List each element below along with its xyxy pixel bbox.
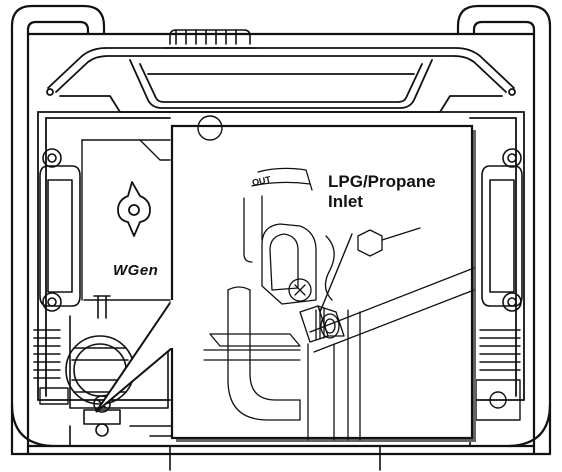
callout-line-1: LPG/Propane (328, 172, 436, 191)
lpg-propane-inlet-label: LPG/Propane Inlet (328, 172, 436, 212)
outer-frame (10, 4, 552, 456)
fuel-cap (163, 29, 257, 49)
right-engine-parts (475, 329, 521, 421)
left-cooling-fins (33, 329, 69, 405)
fuel-regulator (65, 295, 169, 437)
left-side-vent (39, 148, 81, 312)
callout-line-2: Inlet (328, 192, 363, 211)
right-side-vent (481, 148, 523, 312)
top-housing (46, 47, 516, 113)
brand-text-partial: Gen (127, 262, 159, 279)
fuel-valve-knob (117, 181, 151, 237)
logo-emblem (197, 115, 223, 141)
zoom-inset (95, 124, 476, 442)
brand-emblem: W (113, 262, 128, 279)
brand-logo: WGen (113, 262, 158, 279)
